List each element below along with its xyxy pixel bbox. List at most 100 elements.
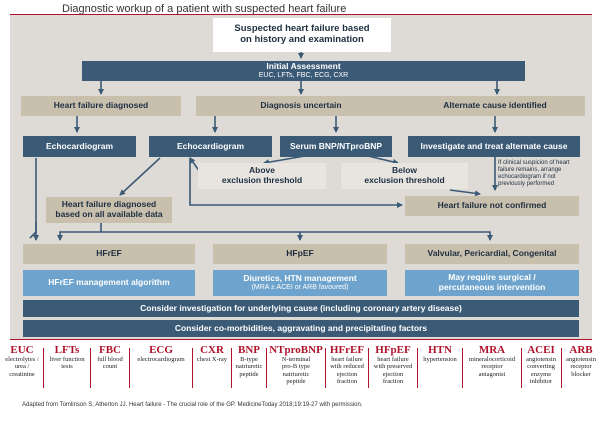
note-line1: If clinical suspicion of heart bbox=[498, 160, 570, 166]
branch-hf-diagnosed: Heart failure diagnosed bbox=[21, 96, 181, 116]
branch-hf-diagnosed-label: Heart failure diagnosed bbox=[53, 100, 149, 111]
note-line2: failure remains, arrange bbox=[498, 166, 562, 173]
legend-def: angiotensin bbox=[566, 356, 596, 363]
clinical-suspicion-note: If clinical suspicion of heart failure r… bbox=[498, 160, 586, 188]
consider-comorbidities-bar: Consider co-morbidities, aggravating and… bbox=[23, 320, 579, 337]
legend-def: count bbox=[102, 363, 118, 371]
hfpef-management-line2: (MRA ± ACEI or ARB favoured) bbox=[251, 283, 349, 291]
legend-abbr: FBC bbox=[99, 344, 121, 356]
below-threshold-box: Below exclusion threshold bbox=[341, 163, 468, 189]
legend-item: MRA mineralocorticoid receptor antagonis… bbox=[464, 344, 520, 378]
hf-not-confirmed-label: Heart failure not confirmed bbox=[437, 200, 547, 211]
legend-def: ejection bbox=[336, 370, 358, 378]
legend-item: EUC electrolytes / urea / creatinine bbox=[2, 344, 42, 378]
note-line4: previously performed bbox=[498, 180, 555, 187]
initial-assessment-tests: EUC, LFTs, FBC, ECG, CXR bbox=[258, 71, 349, 79]
legend-def: fraction bbox=[336, 377, 358, 385]
legend-def: heart failure bbox=[331, 356, 363, 363]
legend-def: electrocardiogram bbox=[137, 356, 185, 363]
legend-def: pro-B type bbox=[282, 363, 310, 371]
legend-separator bbox=[192, 348, 193, 388]
branch-diagnosis-uncertain: Diagnosis uncertain bbox=[196, 96, 406, 116]
legend-item: ACEI angiotensin converting enzyme inhib… bbox=[522, 344, 560, 385]
valvular-label: Valvular, Pericardial, Congenital bbox=[427, 248, 557, 259]
legend-def: N-terminal bbox=[281, 356, 311, 363]
legend-item: FBC full blood count bbox=[92, 344, 128, 371]
echocardiogram-mid-label: Echocardiogram bbox=[176, 140, 245, 151]
legend-item: NTproBNP N-terminal pro-B type natriuret… bbox=[268, 344, 324, 385]
hfref-label: HFrEF bbox=[96, 248, 122, 259]
flow-arrows bbox=[29, 52, 500, 241]
hf-all-data-line2: based on all available data bbox=[55, 209, 163, 219]
branch-uncertain-label: Diagnosis uncertain bbox=[260, 100, 342, 111]
legend-item: BNP B-type natriuretic peptide bbox=[233, 344, 265, 378]
legend-separator bbox=[417, 348, 418, 388]
hf-not-confirmed-box: Heart failure not confirmed bbox=[405, 196, 579, 216]
legend-def: fraction bbox=[382, 377, 404, 385]
below-threshold-line2: exclusion threshold bbox=[364, 175, 445, 185]
above-threshold-box: Above exclusion threshold bbox=[198, 163, 326, 189]
legend-def: with preserved bbox=[373, 363, 413, 371]
legend-def: chest X-ray bbox=[196, 356, 228, 363]
legend-separator bbox=[266, 348, 267, 388]
legend-abbr: BNP bbox=[238, 344, 260, 356]
consider-comorbidities-label: Consider co-morbidities, aggravating and… bbox=[174, 322, 428, 333]
legend-def: peptide bbox=[286, 377, 306, 385]
initial-assessment-label: Initial Assessment bbox=[266, 61, 341, 72]
legend-separator bbox=[462, 348, 463, 388]
consider-underlying-cause-label: Consider investigation for underlying ca… bbox=[140, 302, 462, 313]
suspected-hf-line1: Suspected heart failure based bbox=[234, 23, 370, 35]
legend-item: CXR chest X-ray bbox=[194, 344, 230, 363]
legend-def: hypertension bbox=[423, 356, 457, 363]
legend-def: enzyme bbox=[530, 370, 552, 378]
echocardiogram-mid-box: Echocardiogram bbox=[149, 136, 272, 157]
legend-abbr: HFrEF bbox=[329, 344, 365, 356]
note-line3: echocardiogram if not bbox=[498, 173, 556, 180]
legend-def: creatinine bbox=[9, 370, 35, 378]
branch-alternate-label: Alternate cause identified bbox=[443, 100, 547, 111]
echocardiogram-left-label: Echocardiogram bbox=[45, 140, 114, 151]
legend-separator bbox=[43, 348, 44, 388]
above-threshold-line1: Above bbox=[249, 165, 275, 176]
legend-separator bbox=[325, 348, 326, 388]
legend-def: liver function bbox=[49, 356, 85, 363]
below-threshold-line1: Below bbox=[391, 165, 418, 176]
legend-def: antagonist bbox=[478, 370, 506, 378]
serum-bnp-box: Serum BNP/NTproBNP bbox=[280, 136, 392, 157]
legend-abbr: ECG bbox=[149, 344, 173, 356]
hfref-management-box: HFrEF management algorithm bbox=[23, 270, 195, 296]
consider-underlying-cause-bar: Consider investigation for underlying ca… bbox=[23, 300, 579, 317]
legend-def: mineralocorticoid bbox=[468, 356, 516, 363]
legend-def: heart failure bbox=[377, 356, 409, 363]
valvular-box: Valvular, Pericardial, Congenital bbox=[405, 244, 579, 264]
suspected-hf-line2: on history and examination bbox=[240, 34, 364, 45]
valvular-management-line1: May require surgical / bbox=[448, 272, 536, 283]
serum-bnp-label: Serum BNP/NTproBNP bbox=[289, 140, 383, 151]
legend-def: ejection bbox=[382, 370, 404, 378]
legend-def: peptide bbox=[239, 370, 259, 378]
legend-abbr: ACEI bbox=[527, 344, 555, 356]
hfref-management-label: HFrEF management algorithm bbox=[48, 277, 170, 288]
legend-item: HFrEF heart failure with reduced ejectio… bbox=[327, 344, 367, 385]
legend-abbr: CXR bbox=[200, 344, 224, 356]
legend-separator bbox=[368, 348, 369, 388]
hfpef-label: HFpEF bbox=[286, 248, 314, 259]
legend-def: blocker bbox=[571, 370, 591, 378]
legend-item: HTN hypertension bbox=[419, 344, 461, 363]
valvular-management-box: May require surgical / percutaneous inte… bbox=[405, 270, 579, 296]
legend-separator bbox=[90, 348, 91, 388]
valvular-management-line2: percutaneous intervention bbox=[438, 282, 546, 292]
legend-def: angiotensin bbox=[526, 356, 556, 363]
legend-item: ARB angiotensin receptor blocker bbox=[562, 344, 600, 378]
hf-all-data-line1: Heart failure diagnosed bbox=[61, 199, 157, 210]
legend-abbr: MRA bbox=[478, 344, 506, 356]
legend-item: HFpEF heart failure with preserved eject… bbox=[370, 344, 416, 385]
hfpef-management-line1: Diuretics, HTN management bbox=[243, 273, 357, 284]
above-threshold-line2: exclusion threshold bbox=[221, 175, 303, 185]
legend-separator bbox=[231, 348, 232, 388]
legend-def: with reduced bbox=[330, 363, 364, 371]
investigate-alternate-box: Investigate and treat alternate cause bbox=[408, 136, 580, 157]
hfpef-box: HFpEF bbox=[213, 244, 387, 264]
legend-def: B-type bbox=[240, 356, 258, 363]
investigate-alternate-label: Investigate and treat alternate cause bbox=[420, 140, 568, 151]
